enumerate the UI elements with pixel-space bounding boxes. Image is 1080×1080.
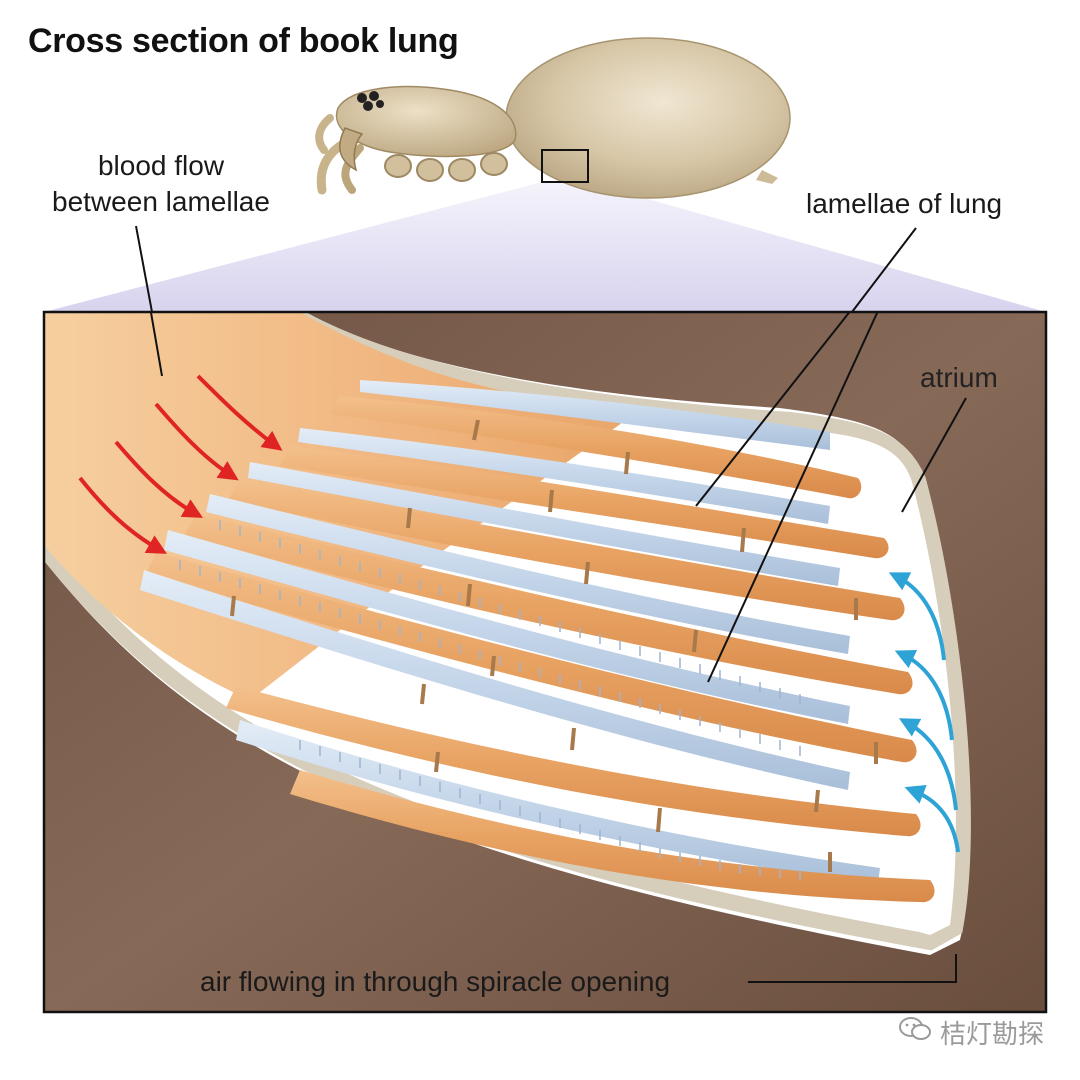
label-lamellae: lamellae of lung — [806, 188, 1003, 219]
spider-illustration — [315, 37, 791, 199]
label-blood-flow-line2: between lamellae — [52, 186, 270, 217]
watermark-text: 桔灯勘探 — [939, 1020, 1044, 1050]
lamella-1 — [330, 380, 862, 499]
cross-section-frame — [42, 310, 1048, 1014]
label-air-flow: air flowing in through spiracle opening — [200, 966, 671, 997]
leader-atrium — [901, 397, 967, 513]
lamellae-stack — [140, 380, 935, 903]
lamella-5 — [146, 530, 917, 763]
label-atrium: atrium — [920, 362, 998, 393]
blue-air-arrow — [894, 650, 954, 741]
lamella-6 — [140, 570, 921, 837]
leader-lamellae-a — [695, 312, 851, 507]
red-flow-arrow — [196, 374, 283, 451]
brown-tissue — [44, 312, 1046, 1012]
wechat-icon — [899, 1017, 931, 1040]
lamella-3 — [228, 462, 905, 621]
page-title: Cross section of book lung — [28, 22, 459, 60]
lamella-4 — [184, 494, 913, 695]
leader-air — [748, 954, 957, 983]
lamella-7 — [236, 720, 935, 903]
red-flow-arrow — [114, 440, 203, 518]
zoom-projection — [44, 182, 1046, 312]
blue-air-arrow — [888, 572, 946, 661]
blue-air-arrow — [904, 784, 960, 853]
label-blood-flow-line1: blood flow — [97, 150, 225, 181]
blue-air-arrows — [888, 572, 960, 853]
red-flow-arrow — [78, 476, 167, 554]
red-flow-arrows — [78, 374, 283, 554]
label-blood-flow: blood flow between lamellae — [36, 148, 286, 220]
leader-lamellae-b — [707, 312, 879, 683]
blue-air-arrow — [898, 718, 958, 811]
leader-blood — [149, 312, 163, 377]
lamella-2 — [280, 428, 889, 559]
red-flow-arrow — [154, 402, 239, 481]
